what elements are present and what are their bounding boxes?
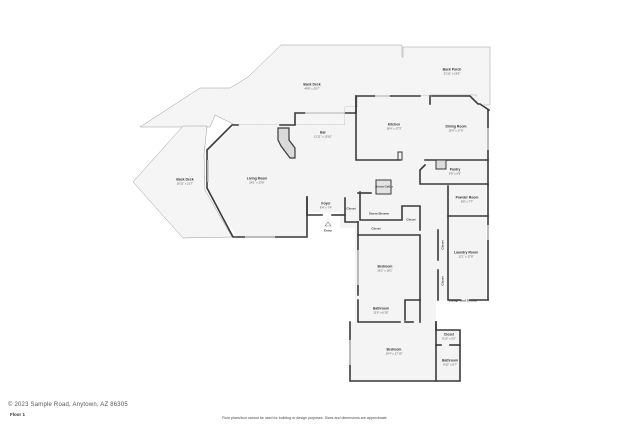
windows [207, 95, 489, 365]
left-back-deck [132, 125, 233, 239]
interior-floor [207, 96, 489, 382]
room-label-garage-mud-shower: Garage Mud Shower [448, 298, 478, 303]
floor-label: Floor 1 [10, 412, 26, 417]
entry-arrow-icon [324, 221, 332, 227]
disclaimer-text: Floor plans/tour cannot be used for buil… [222, 416, 388, 420]
room-label-entry: Entry [324, 228, 332, 233]
room-label-closet: Closet [371, 226, 381, 231]
room-label-closet: Closet [406, 217, 416, 222]
room-label-closet: Closet [440, 240, 445, 250]
room-label-storm-shower: Storm Shower [368, 211, 390, 216]
room-label-storm-cellar: Storm Cellar [375, 184, 393, 189]
address-watermark: © 2023 Sample Road, Anytown, AZ 86305 [8, 402, 128, 408]
walls [206, 95, 491, 382]
room-label-closet: Closet [346, 206, 356, 211]
room-label-closet: Closet [440, 276, 445, 286]
